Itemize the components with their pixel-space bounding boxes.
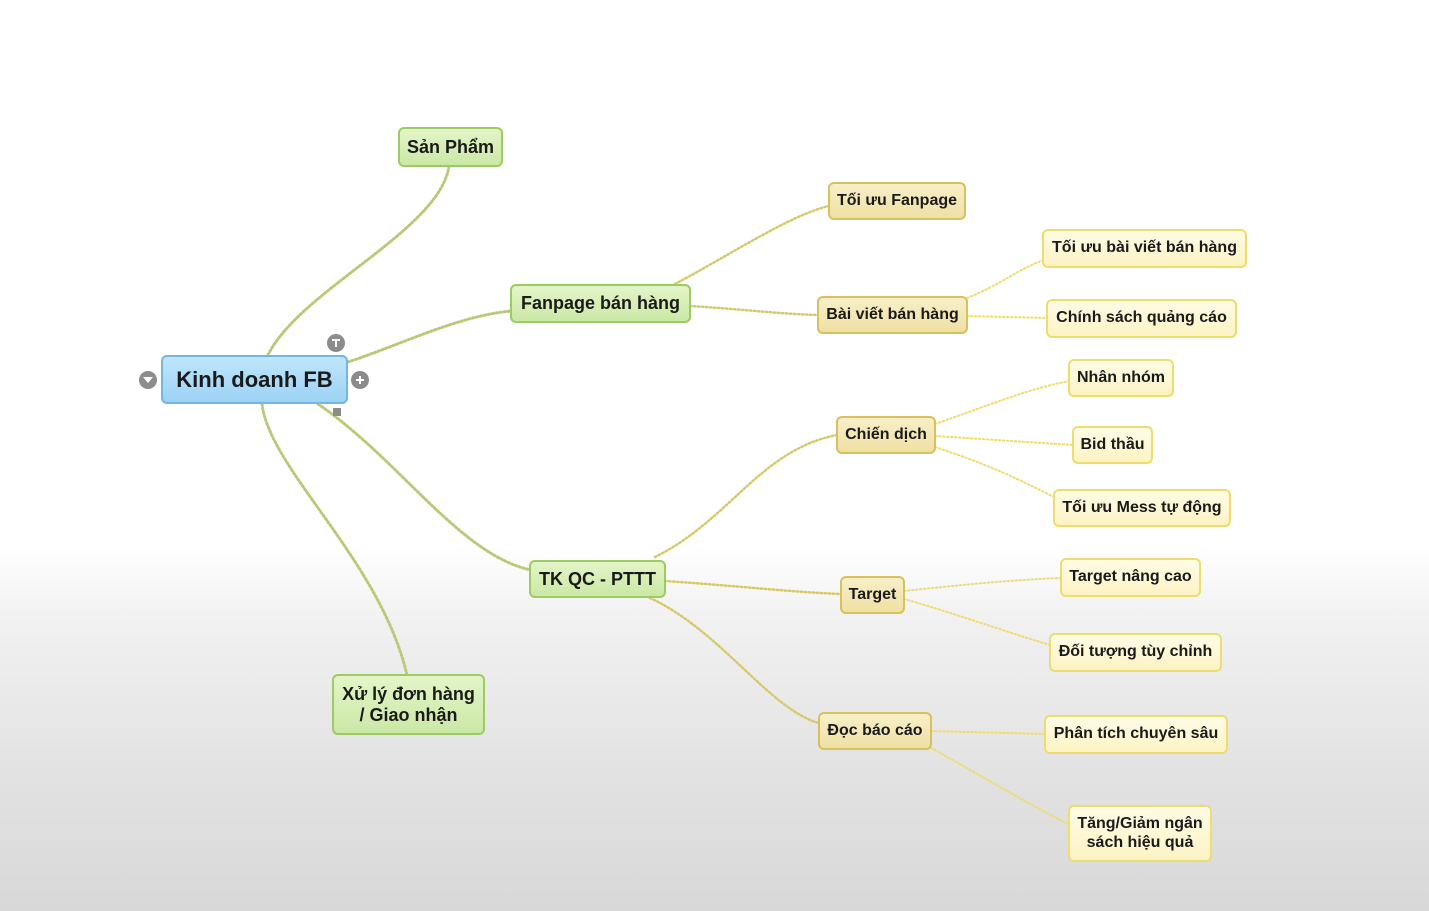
node-fanpage-label: Fanpage bán hàng bbox=[520, 293, 680, 314]
connector-bai-viet-toi-uu bbox=[966, 259, 1045, 299]
node-tang-giam-label: Tăng/Giảm ngân sách hiệu quả bbox=[1077, 815, 1203, 851]
node-toi-uu-mess-label: Tối ưu Mess tự động bbox=[1062, 498, 1222, 516]
node-chinh-sach-quang-cao[interactable]: Chính sách quảng cáo bbox=[1046, 299, 1237, 338]
t-icon[interactable] bbox=[327, 334, 345, 352]
connector-doc-bao-cao-tang-giam bbox=[930, 747, 1071, 826]
node-target-nang-cao-label: Target nâng cao bbox=[1069, 568, 1192, 586]
node-tk-qc-pttt[interactable]: TK QC - PTTT bbox=[529, 560, 666, 598]
node-doi-tuong-label: Đối tượng tùy chỉnh bbox=[1058, 643, 1213, 661]
connector-chien-dich-toi-uu-mess bbox=[934, 446, 1055, 498]
node-tkqc-label: TK QC - PTTT bbox=[539, 568, 656, 589]
chevron-down-icon[interactable] bbox=[139, 371, 157, 389]
connector-tkqc-chien-dich bbox=[653, 433, 839, 559]
node-target-nang-cao[interactable]: Target nâng cao bbox=[1060, 558, 1201, 597]
node-phan-tich-label: Phân tích chuyên sâu bbox=[1053, 725, 1219, 743]
node-bid-thau-label: Bid thầu bbox=[1080, 435, 1145, 453]
node-doi-tuong-tuy-chinh[interactable]: Đối tượng tùy chỉnh bbox=[1049, 633, 1222, 672]
node-xu-ly-don-hang[interactable]: Xử lý đơn hàng / Giao nhận bbox=[332, 674, 485, 735]
node-xu-ly-label: Xử lý đơn hàng / Giao nhận bbox=[342, 683, 475, 725]
node-chinh-sach-label: Chính sách quảng cáo bbox=[1056, 309, 1227, 327]
root-node-label: Kinh doanh FB bbox=[176, 366, 333, 392]
node-san-pham-label: Sản Phẩm bbox=[406, 136, 495, 157]
connector-root-tkqc bbox=[316, 402, 533, 572]
node-tang-giam-ngan-sach[interactable]: Tăng/Giảm ngân sách hiệu quả bbox=[1068, 805, 1212, 862]
node-nhan-nhom-label: Nhân nhóm bbox=[1077, 368, 1165, 386]
root-node[interactable]: Kinh doanh FB bbox=[161, 355, 348, 404]
node-bid-thau[interactable]: Bid thầu bbox=[1072, 426, 1153, 464]
resize-handle[interactable] bbox=[333, 408, 341, 416]
node-doc-bao-cao[interactable]: Đọc báo cáo bbox=[818, 712, 932, 750]
connector-doc-bao-cao-phan-tich bbox=[930, 730, 1046, 735]
connector-chien-dich-nhan-nhom bbox=[934, 380, 1071, 425]
connector-root-xu-ly bbox=[260, 402, 409, 677]
connector-target-nang-cao bbox=[903, 577, 1062, 592]
connector-chien-dich-bid-thau bbox=[934, 435, 1074, 446]
plus-icon[interactable] bbox=[351, 371, 369, 389]
node-toi-uu-fanpage[interactable]: Tối ưu Fanpage bbox=[828, 182, 966, 220]
node-bai-viet-ban-hang[interactable]: Bài viết bán hàng bbox=[817, 296, 968, 334]
node-san-pham[interactable]: Sản Phẩm bbox=[398, 127, 503, 167]
node-bai-viet-label: Bài viết bán hàng bbox=[826, 305, 959, 323]
node-toi-uu-bai-viet[interactable]: Tối ưu bài viết bán hàng bbox=[1042, 229, 1247, 268]
node-phan-tich-chuyen-sau[interactable]: Phân tích chuyên sâu bbox=[1044, 715, 1228, 754]
node-target-label: Target bbox=[848, 585, 897, 603]
node-chien-dich-label: Chiến dịch bbox=[845, 425, 927, 443]
node-toi-uu-mess[interactable]: Tối ưu Mess tự động bbox=[1053, 489, 1231, 527]
connector-tkqc-doc-bao-cao bbox=[648, 596, 821, 725]
connector-root-fanpage bbox=[346, 309, 514, 364]
connector-bai-viet-chinh-sach bbox=[966, 315, 1048, 319]
node-doc-bao-cao-label: Đọc báo cáo bbox=[827, 721, 923, 739]
node-toi-uu-bai-viet-label: Tối ưu bài viết bán hàng bbox=[1052, 239, 1237, 257]
connector-root-san-pham bbox=[266, 164, 451, 357]
node-nhan-nhom[interactable]: Nhân nhóm bbox=[1068, 359, 1174, 397]
node-chien-dich[interactable]: Chiến dịch bbox=[836, 416, 936, 454]
node-target[interactable]: Target bbox=[840, 576, 905, 614]
connector-fanpage-toi-uu bbox=[673, 204, 831, 286]
node-fanpage-ban-hang[interactable]: Fanpage bán hàng bbox=[510, 284, 691, 323]
connector-target-doi-tuong bbox=[903, 598, 1051, 646]
node-toi-uu-fanpage-label: Tối ưu Fanpage bbox=[836, 191, 958, 209]
connector-fanpage-bai-viet bbox=[688, 304, 820, 317]
connector-tkqc-target bbox=[663, 579, 843, 596]
